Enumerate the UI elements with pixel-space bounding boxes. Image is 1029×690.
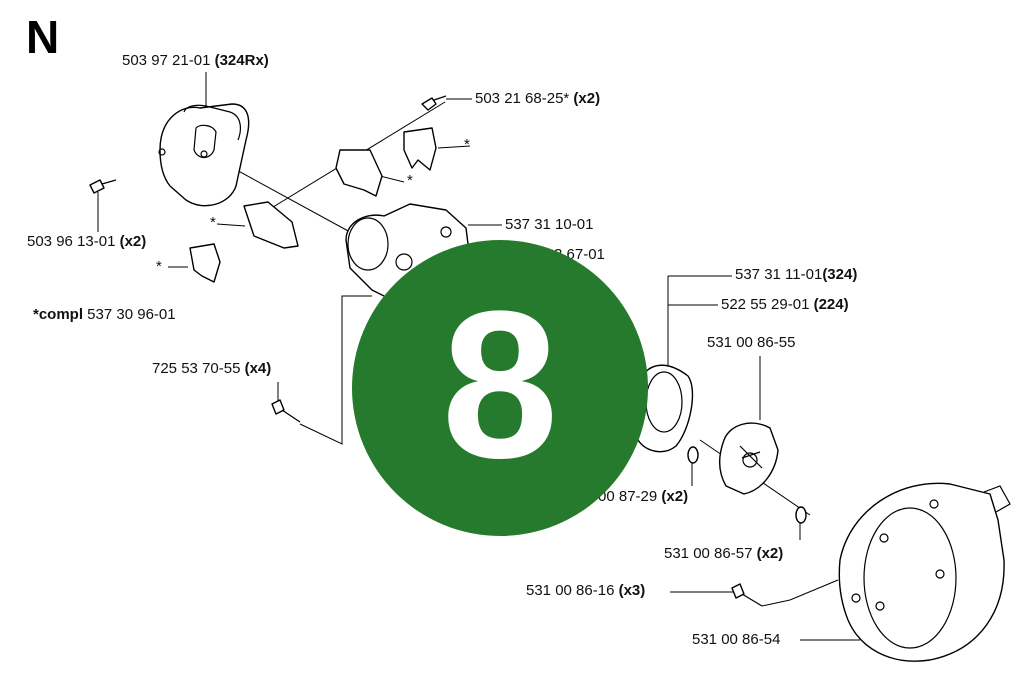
part-label: 725 53 70-55 (x4) [152, 360, 272, 377]
part-label: 531 00 86-16 (x3) [526, 582, 646, 599]
part-label: 537 31 10-01 [505, 216, 594, 233]
part-label: 503 96 13-01 (x2) [27, 233, 147, 250]
front-cover-part [158, 103, 250, 207]
section-number-badge: 8 [352, 240, 648, 536]
section-number: 8 [441, 267, 559, 502]
clamp-parts [189, 127, 437, 283]
part-label: * [156, 258, 162, 275]
part-label: 531 00 86-54 [692, 631, 781, 648]
part-label: 537 31 11-01(324) [735, 266, 858, 283]
clutch-cover-part [838, 482, 1011, 662]
clutch-shoe-part [719, 422, 779, 495]
section-letter: N [26, 11, 60, 63]
part-label: * [464, 136, 470, 153]
washer-parts [687, 446, 807, 524]
part-label: 531 00 86-55 [707, 334, 796, 351]
part-label: 531 00 86-57 (x2) [664, 545, 784, 562]
part-label: 00 87-29 (x2) [598, 488, 689, 505]
part-label: 522 55 29-01 (224) [721, 296, 849, 313]
part-label: * [210, 214, 216, 231]
compl-note: *compl 537 30 96-01 [33, 306, 176, 323]
part-label: 503 21 68-25* (x2) [475, 90, 601, 107]
part-label: 503 97 21-01 (324Rx) [122, 52, 269, 69]
screw-parts [89, 95, 763, 607]
part-label: * [407, 172, 413, 189]
leader-lines [97, 72, 860, 641]
